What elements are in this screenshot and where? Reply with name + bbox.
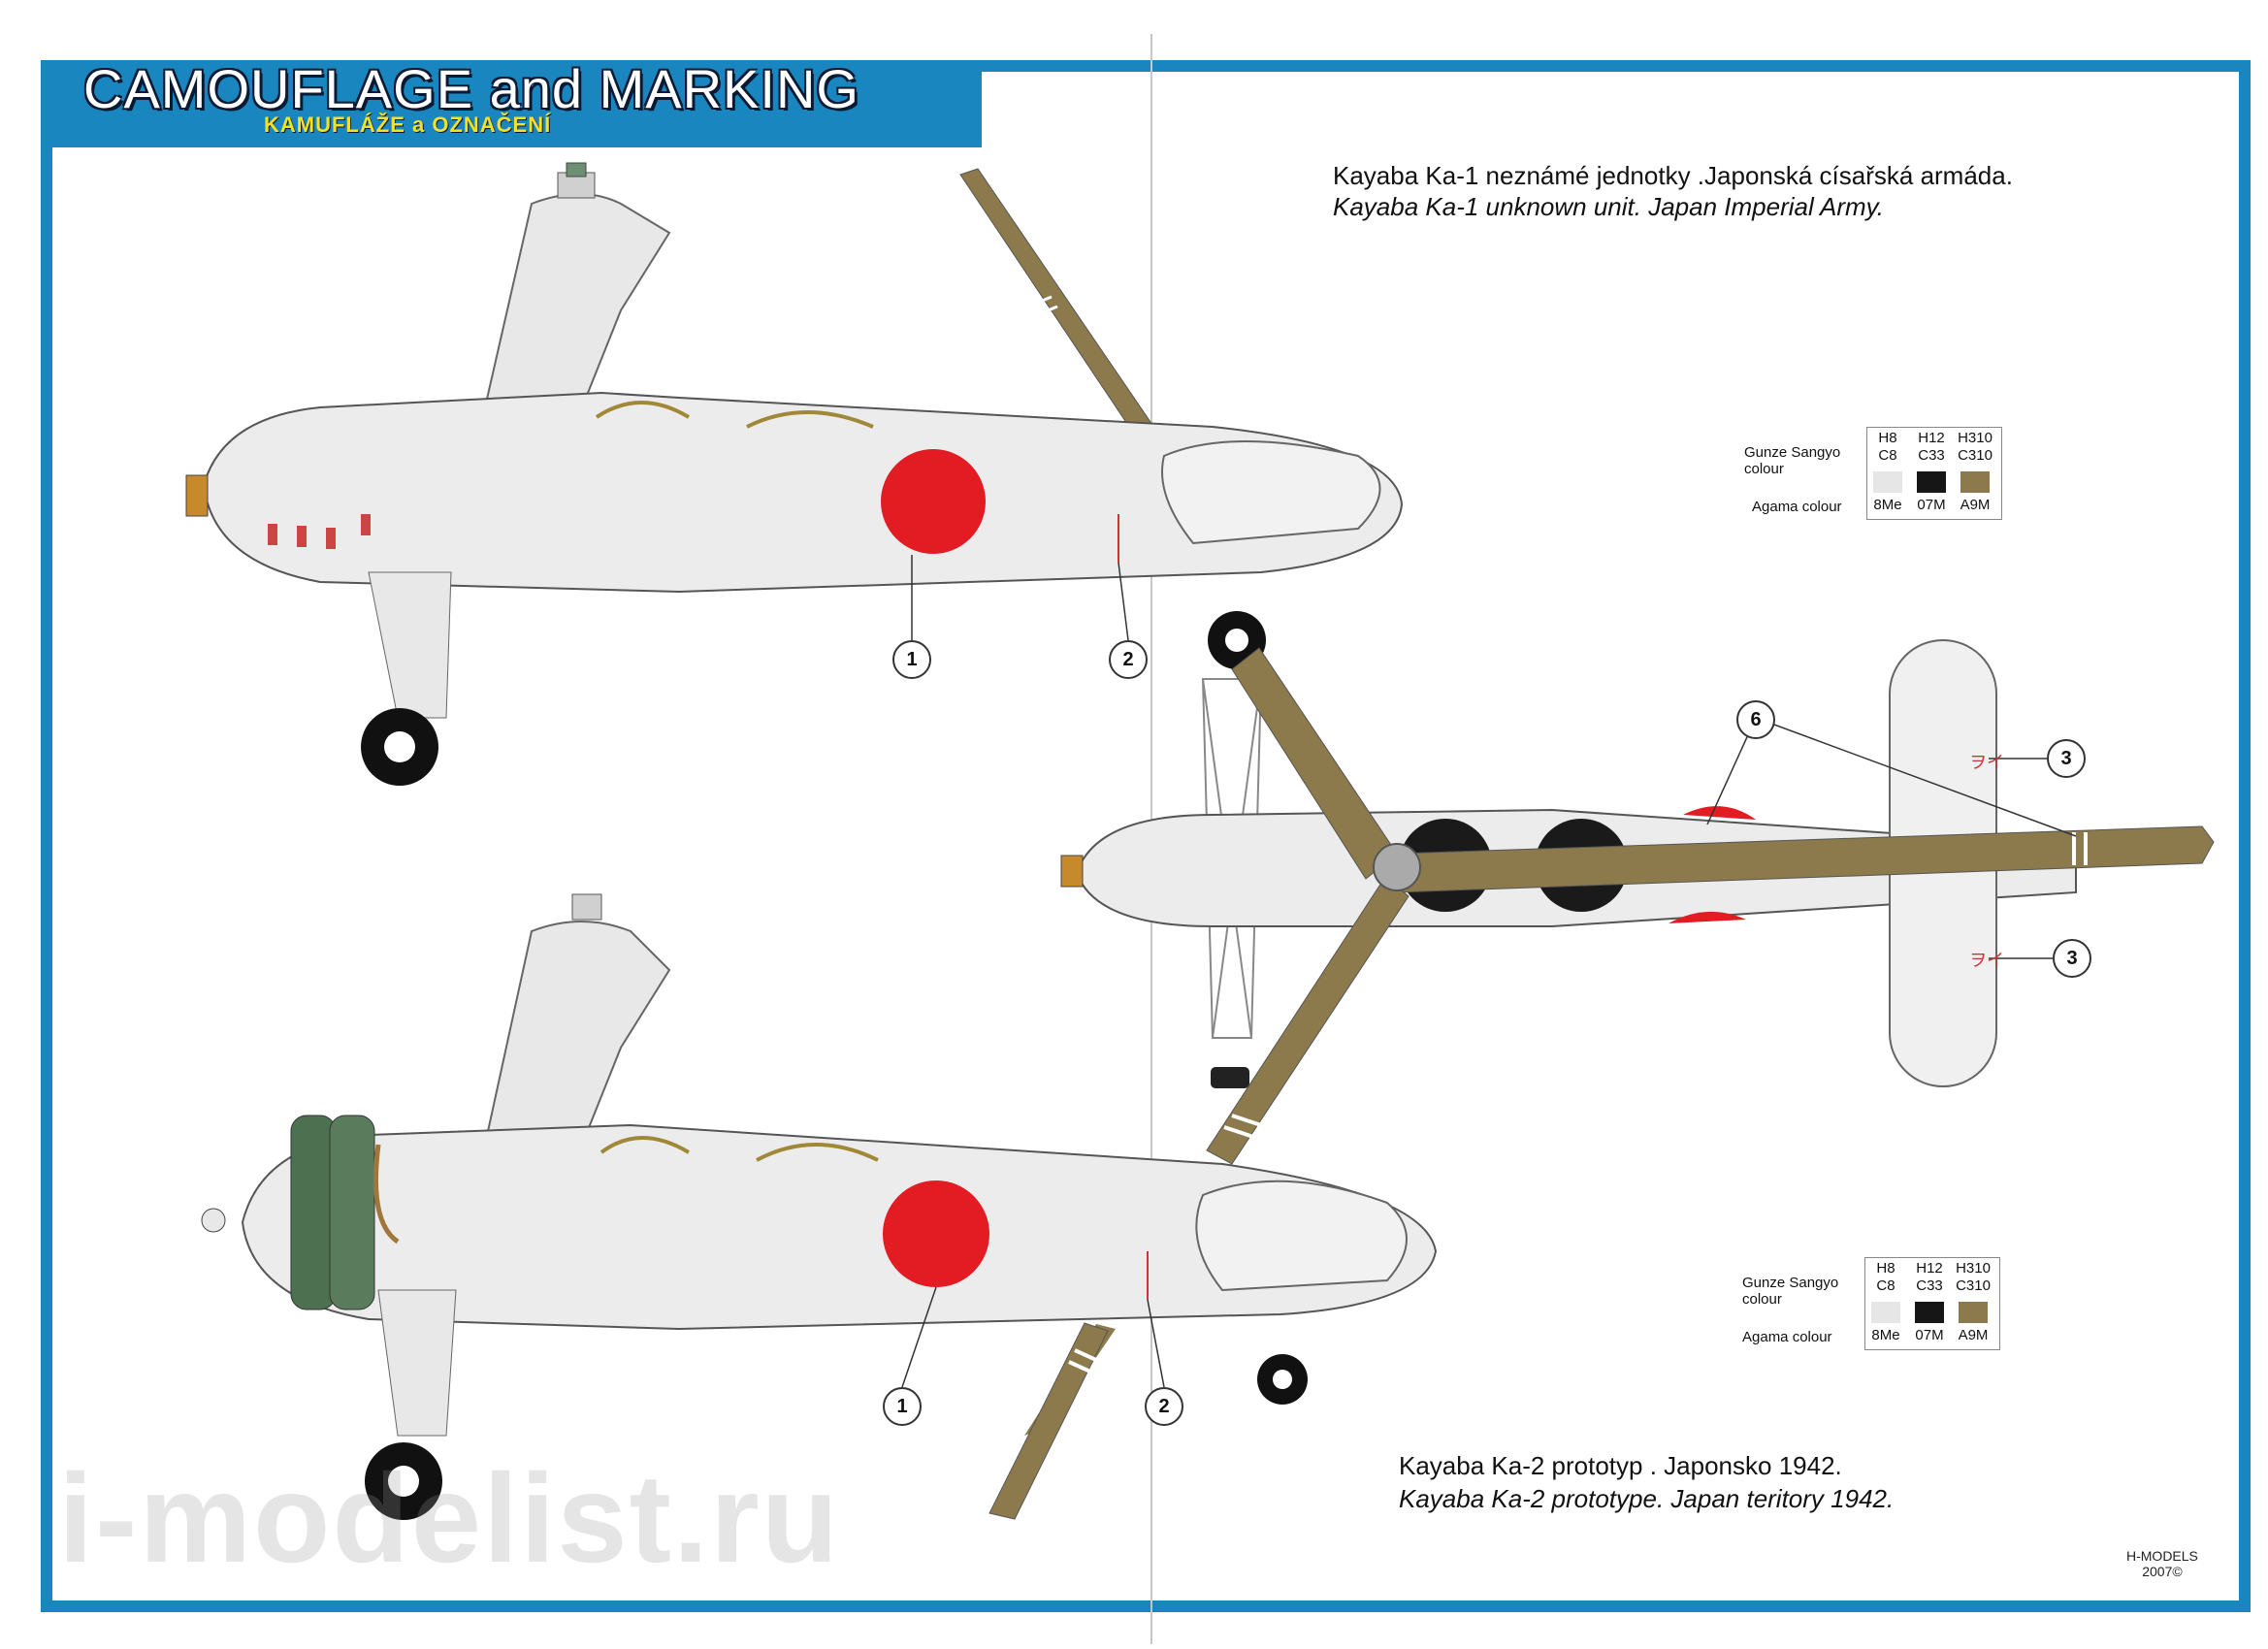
- colour-3-swatch: [1959, 1302, 1988, 1323]
- rotor-blade-top-profile: [959, 168, 1153, 434]
- tail-code-lower: ヲイ: [1969, 951, 2004, 971]
- hinomaru-bottom-profile: [883, 1180, 989, 1287]
- agama-label: Agama colour: [1752, 499, 1842, 515]
- colour-3-swatch: [1960, 471, 1990, 493]
- colour-2-swatch: [1915, 1302, 1944, 1323]
- callout-plan-roundels: 6: [1736, 700, 1775, 739]
- hinomaru-top-profile: [881, 449, 986, 554]
- rotor-pylon-bottom: [483, 921, 671, 1146]
- plan-view-aircraft: [1060, 639, 2215, 1165]
- caption-bottom-cz: Kayaba Ka-2 prototyp . Japonsko 1942.: [1399, 1451, 1842, 1480]
- tail-code-upper: ヲイ: [1969, 753, 2004, 773]
- callout-plan-code-upper: 3: [2047, 739, 2086, 778]
- credit-year: 2007©: [2142, 1564, 2183, 1579]
- colour-1-swatch: [1873, 471, 1902, 493]
- callout-top-code: 2: [1109, 640, 1148, 679]
- fuselage-top: [202, 391, 1404, 594]
- profile-bottom-aircraft: [201, 893, 1438, 1520]
- caption-bottom-en: Kayaba Ka-2 prototype. Japan teritory 19…: [1399, 1484, 1895, 1513]
- caption-top-cz: Kayaba Ka-1 neznámé jednotky .Japonská c…: [1333, 161, 2013, 190]
- gunze-label: Gunze Sangyo colour: [1744, 444, 1841, 477]
- colour-box: [1864, 1257, 2000, 1350]
- colour-2-swatch: [1917, 471, 1946, 493]
- colour-1-agama: 8Me: [1873, 497, 1902, 513]
- callout-top-roundel: 1: [892, 640, 931, 679]
- callout-bottom-code: 2: [1145, 1387, 1183, 1426]
- callout-plan-code-lower: 3: [2053, 939, 2091, 978]
- header-band: [41, 60, 982, 147]
- callout-bottom-roundel: 1: [883, 1387, 922, 1426]
- profile-top-aircraft: [185, 162, 1404, 786]
- colour-2-agama: 07M: [1917, 497, 1946, 513]
- colour-1-agama: 8Me: [1871, 1327, 1900, 1343]
- page-title: CAMOUFLAGE and MARKING: [83, 58, 859, 119]
- colour-box: [1866, 427, 2002, 520]
- credit-block: H-MODELS 2007©: [2126, 1548, 2198, 1579]
- gunze-label: Gunze Sangyo colour: [1742, 1275, 1839, 1308]
- rotor-pylon-top: [483, 193, 671, 408]
- caption-top-en: Kayaba Ka-1 unknown unit. Japan Imperial…: [1333, 192, 1884, 221]
- watermark: i-modelist.ru: [58, 1447, 841, 1589]
- page-subtitle: KAMUFLÁŽE a OZNAČENÍ: [264, 113, 552, 137]
- colour-2-agama: 07M: [1915, 1327, 1944, 1343]
- credit-maker: H-MODELS: [2126, 1548, 2198, 1564]
- colour-3-agama: A9M: [1958, 1327, 1989, 1343]
- colour-1-swatch: [1871, 1302, 1900, 1323]
- colour-3-agama: A9M: [1960, 497, 1991, 513]
- rotor-blade-bottom-profile: [988, 1322, 1109, 1520]
- agama-label: Agama colour: [1742, 1329, 1832, 1345]
